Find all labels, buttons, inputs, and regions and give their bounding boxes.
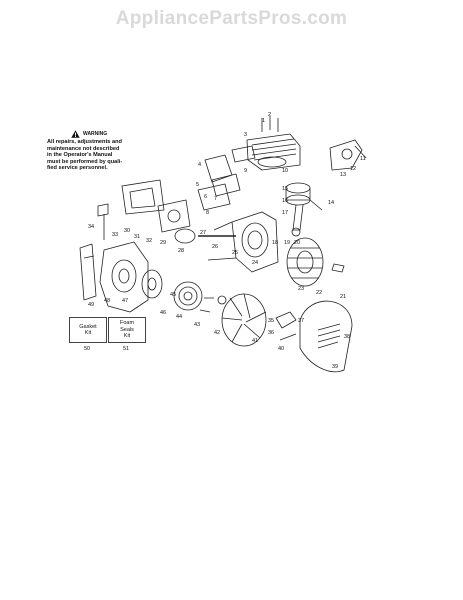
- callout-9: 9: [244, 168, 247, 174]
- gasket-kit-number: 50: [84, 346, 91, 352]
- crankcase-part: [198, 211, 279, 273]
- callout-labels: 1 2 3 4 5 6 7 8 9 10 11 12 13 14 15 16 1…: [88, 112, 366, 370]
- warning-header: WARNING: [71, 130, 137, 138]
- foam-seals-kit-number: 51: [123, 346, 130, 352]
- callout-7: 7: [214, 196, 217, 202]
- callout-3: 3: [244, 132, 247, 138]
- gasket-kit-box: Gasket Kit: [69, 317, 107, 343]
- callout-43: 43: [194, 322, 200, 328]
- warning-notice: WARNING All repairs, adjustments and mai…: [47, 130, 137, 172]
- rewind-spring-part: [173, 281, 203, 311]
- callout-40: 40: [278, 346, 284, 352]
- callout-15: 15: [282, 186, 288, 192]
- blower-cover-part: [299, 300, 353, 373]
- callout-26: 26: [212, 244, 218, 250]
- callout-21: 21: [340, 294, 346, 300]
- callout-4: 4: [198, 162, 201, 168]
- callout-47: 47: [122, 298, 128, 304]
- handle-part: [79, 243, 97, 301]
- callout-10: 10: [282, 168, 288, 174]
- callout-34: 34: [88, 224, 94, 230]
- callout-49: 49: [88, 302, 94, 308]
- callout-12: 12: [350, 166, 356, 172]
- screw-part: [199, 297, 214, 313]
- callout-32: 32: [146, 238, 152, 244]
- washer-part: [217, 295, 227, 305]
- callout-2: 2: [268, 112, 271, 118]
- callout-33: 33: [112, 232, 118, 238]
- clip-part: [331, 263, 345, 273]
- callout-20: 20: [294, 240, 300, 246]
- impeller-fan-part: [221, 293, 267, 347]
- callout-28: 28: [178, 248, 184, 254]
- piston-part: [285, 182, 323, 237]
- flywheel-part: [286, 237, 324, 287]
- throttle-lever-part: [275, 311, 297, 341]
- cylinder-part: [246, 116, 301, 171]
- callout-42: 42: [214, 330, 220, 336]
- callout-29: 29: [160, 240, 166, 246]
- starter-housing-part: [99, 241, 149, 313]
- carburetor-part: [197, 145, 256, 211]
- warning-body: All repairs, adjustments and maintenance…: [47, 139, 123, 172]
- gasket-part: [174, 228, 196, 244]
- callout-46: 46: [160, 310, 166, 316]
- callout-41: 41: [252, 338, 258, 344]
- callout-5: 5: [196, 182, 199, 188]
- callout-45: 45: [170, 292, 176, 298]
- callout-25: 25: [232, 250, 238, 256]
- warning-triangle-icon: [71, 130, 80, 138]
- callout-38: 38: [344, 334, 350, 340]
- callout-1: 1: [262, 118, 265, 124]
- callout-22: 22: [316, 290, 322, 296]
- ignition-module-part: [329, 139, 367, 171]
- callout-44: 44: [176, 314, 182, 320]
- callout-39: 39: [332, 364, 338, 370]
- callout-23: 23: [298, 286, 304, 292]
- knob-part: [97, 203, 109, 240]
- callout-18: 18: [272, 240, 278, 246]
- intake-plate-part: [157, 199, 191, 233]
- callout-37: 37: [298, 318, 304, 324]
- air-filter-frame: [121, 179, 165, 215]
- callout-36: 36: [268, 330, 274, 336]
- starter-pulley-part: [141, 269, 163, 299]
- callout-48: 48: [104, 298, 110, 304]
- foam-seals-kit-box: Foam Seals Kit: [108, 317, 146, 343]
- watermark-text: AppliancePartsPros.com: [115, 8, 348, 29]
- callout-8: 8: [206, 210, 209, 216]
- callout-14: 14: [328, 200, 334, 206]
- callout-13: 13: [340, 172, 346, 178]
- warning-title: WARNING: [83, 130, 108, 137]
- callout-35: 35: [268, 318, 274, 324]
- callout-6: 6: [204, 194, 207, 200]
- callout-17: 17: [282, 210, 288, 216]
- callout-24: 24: [252, 260, 258, 266]
- callout-11: 11: [360, 156, 366, 162]
- callout-27: 27: [200, 230, 206, 236]
- callout-30: 30: [124, 228, 130, 234]
- callout-19: 19: [284, 240, 290, 246]
- callout-31: 31: [134, 234, 140, 240]
- callout-16: 16: [282, 198, 288, 204]
